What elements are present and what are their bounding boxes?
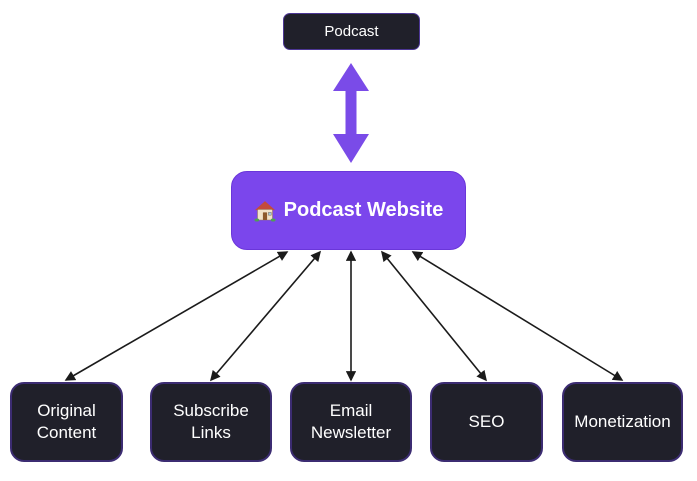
edge-website-seo: [381, 250, 487, 382]
node-monetization: Monetization: [562, 382, 683, 462]
node-seo: SEO: [430, 382, 543, 462]
node-podcast-website-label: Podcast Website: [283, 199, 444, 222]
node-podcast: Podcast: [283, 13, 420, 50]
house-icon: [254, 200, 276, 222]
edge-podcast-website-thick-double-arrow: [333, 63, 369, 163]
node-subscribe-links-label: Subscribe Links: [173, 400, 249, 442]
node-original-content: Original Content: [10, 382, 123, 462]
edge-website-original-content: [64, 251, 289, 381]
node-seo-label: SEO: [468, 411, 505, 431]
node-monetization-label: Monetization: [574, 411, 671, 431]
edge-website-subscribe-links: [209, 250, 322, 382]
node-subscribe-links: Subscribe Links: [150, 382, 272, 462]
node-email-newsletter: Email Newsletter: [290, 382, 412, 462]
edge-website-monetization: [411, 251, 624, 381]
node-podcast-website: Podcast Website: [231, 171, 466, 250]
node-email-newsletter-label: Email Newsletter: [310, 400, 392, 442]
node-original-content-label: Original Content: [36, 400, 97, 442]
node-podcast-label: Podcast: [324, 22, 379, 40]
